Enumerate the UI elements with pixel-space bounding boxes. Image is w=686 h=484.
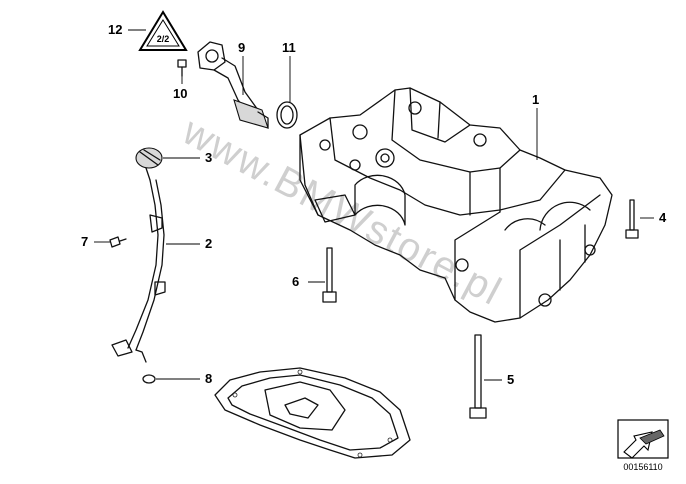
dipstick-guide-tube-part[interactable] — [111, 179, 166, 363]
warning-triangle-icon: 2/2 — [138, 10, 188, 51]
callout-10: 10 — [173, 76, 187, 101]
bolt-part-7[interactable] — [109, 236, 127, 248]
callout-label-2: 2 — [205, 236, 212, 251]
callout-label-12: 12 — [108, 22, 122, 37]
oil-pan-lower-part[interactable] — [214, 367, 411, 459]
callout-12: 12 — [108, 22, 146, 37]
callout-4: 4 — [640, 210, 667, 225]
callout-label-8: 8 — [205, 371, 212, 386]
watermark: www.BMWstore.pl — [175, 109, 510, 315]
callout-1: 1 — [532, 92, 539, 160]
oil-level-sensor-part[interactable] — [197, 41, 269, 129]
callout-6: 6 — [292, 274, 325, 289]
bolt-small-part[interactable] — [177, 59, 187, 77]
document-number: 00156110 — [623, 462, 662, 472]
bolt-part-5[interactable] — [469, 334, 487, 419]
callout-7: 7 — [81, 234, 110, 249]
callout-8: 8 — [156, 371, 212, 386]
orientation-arrow-icon — [617, 419, 669, 459]
callout-3: 3 — [163, 150, 212, 165]
oil-sump-housing[interactable] — [299, 87, 613, 323]
callout-label-4: 4 — [659, 210, 667, 225]
callout-label-6: 6 — [292, 274, 299, 289]
callout-2: 2 — [166, 236, 212, 251]
callout-11: 11 — [282, 40, 296, 102]
warning-symbol-text: 2/2 — [157, 34, 170, 44]
dipstick-cap-part[interactable] — [135, 147, 163, 181]
callout-9: 9 — [238, 40, 245, 95]
callout-label-9: 9 — [238, 40, 245, 55]
callout-label-1: 1 — [532, 92, 539, 107]
bolt-part-4[interactable] — [625, 199, 639, 239]
bolt-part-6[interactable] — [322, 247, 337, 303]
callout-label-5: 5 — [507, 372, 514, 387]
seal-ring-part[interactable] — [276, 101, 298, 129]
callout-label-3: 3 — [205, 150, 212, 165]
callout-5: 5 — [484, 372, 514, 387]
seal-ring-small-part[interactable] — [142, 374, 156, 384]
callout-label-11: 11 — [282, 40, 296, 55]
callout-label-10: 10 — [173, 86, 187, 101]
callout-label-7: 7 — [81, 234, 88, 249]
